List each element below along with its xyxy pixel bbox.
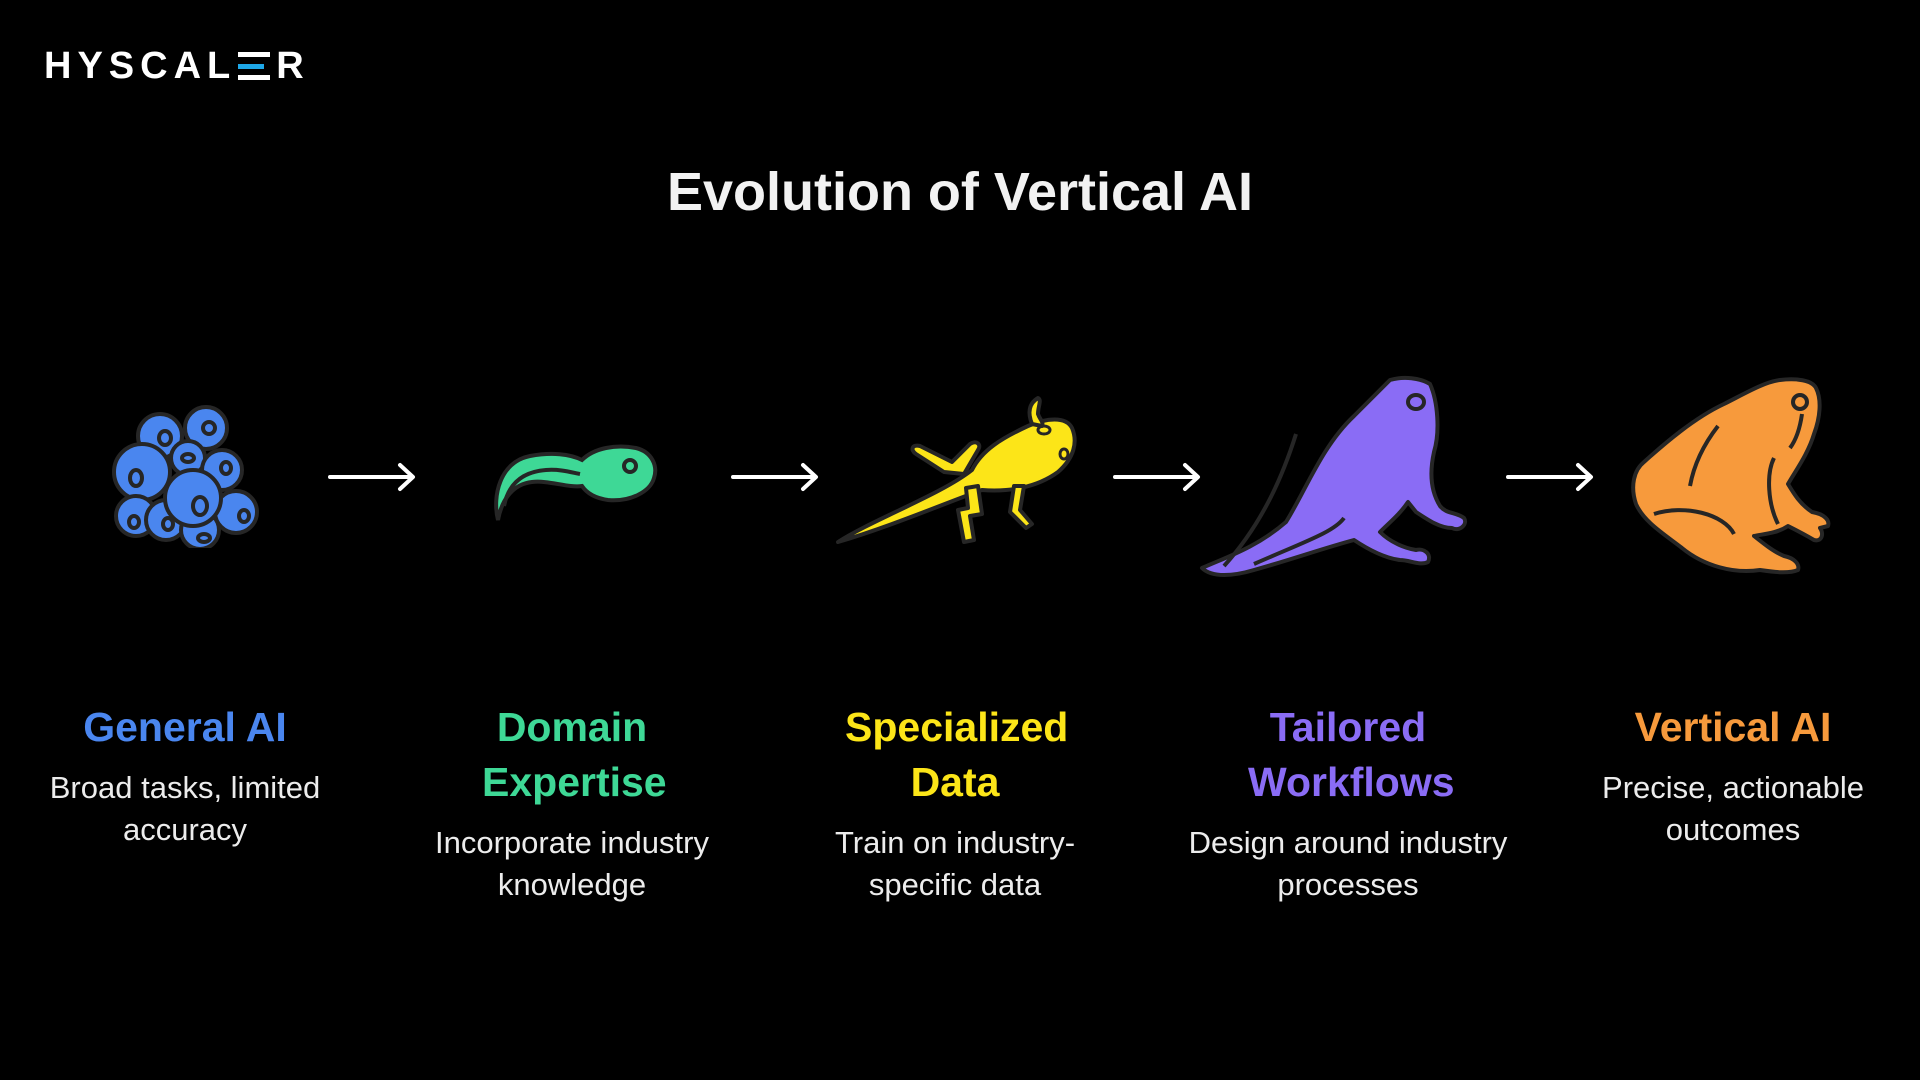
stage-description: Design around industry processes — [1188, 825, 1508, 902]
right-arrow-icon — [1113, 463, 1200, 491]
stage-heading: Specialized Data — [845, 704, 1069, 805]
page-title: Evolution of Vertical AI — [666, 162, 1254, 222]
stage-description: Incorporate industry knowledge — [435, 825, 709, 902]
hyscaler-logo: HYSCAL R — [44, 45, 310, 87]
stage-heading: Domain Expertise — [482, 704, 667, 805]
right-arrow-icon — [328, 463, 415, 491]
frog-eggs-icon — [112, 405, 259, 548]
stage-heading: Tailored Workflows — [1248, 704, 1455, 805]
tadpole-icon — [494, 444, 658, 521]
right-arrow-icon — [1506, 463, 1593, 491]
stage-general-ai: General AI Broad tasks, limited accuracy — [0, 700, 375, 851]
stage-tailored-workflows: Tailored Workflows Design around industr… — [1158, 700, 1538, 906]
frog-icon — [1631, 377, 1831, 575]
stage-vertical-ai: Vertical AI Precise, actionable outcomes — [1543, 700, 1920, 851]
stage-heading: Vertical AI — [1634, 704, 1832, 750]
logo-text-right: R — [276, 45, 310, 87]
tadpole-with-legs-icon — [836, 396, 1077, 544]
logo-e-bars — [238, 52, 271, 80]
stage-domain-expertise: Domain Expertise Incorporate industry kn… — [382, 700, 762, 906]
stage-description: Broad tasks, limited accuracy — [49, 770, 321, 847]
right-arrow-icon — [731, 463, 818, 491]
stage-specialized-data: Specialized Data Train on industry-speci… — [765, 700, 1145, 906]
froglet-icon — [1200, 375, 1467, 577]
logo-accent-bar — [238, 63, 265, 69]
stage-heading: General AI — [83, 704, 287, 750]
logo-text-left: HYSCAL — [44, 45, 237, 87]
stage-description: Train on industry-specific data — [834, 825, 1076, 902]
stage-description: Precise, actionable outcomes — [1602, 770, 1864, 847]
